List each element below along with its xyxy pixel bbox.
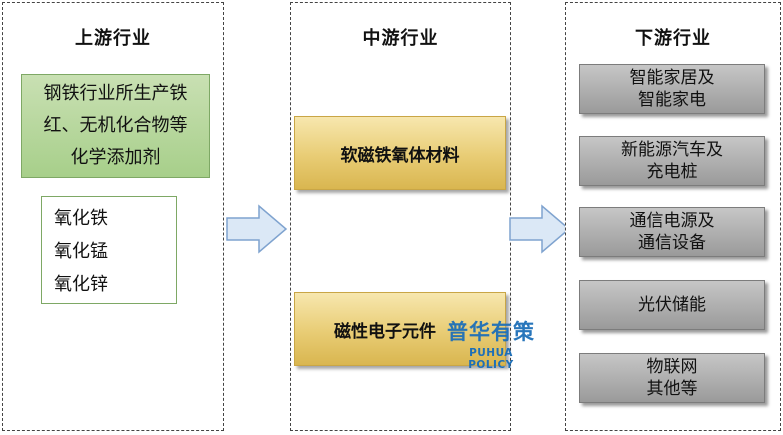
downstream-item-pv-storage: 光伏储能 bbox=[579, 280, 765, 330]
downstream-item-line: 通信设备 bbox=[638, 233, 706, 253]
material-item: 氧化锌 bbox=[54, 273, 108, 295]
upstream-source-line: 化学添加剂 bbox=[70, 147, 161, 168]
midstream-item-soft-ferrite: 软磁铁氧体材料 bbox=[294, 116, 506, 190]
downstream-item-ev: 新能源汽车及 充电桩 bbox=[579, 136, 765, 186]
midstream-title: 中游行业 bbox=[362, 28, 439, 49]
downstream-item-line: 新能源汽车及 bbox=[621, 140, 723, 160]
downstream-title: 下游行业 bbox=[635, 28, 711, 49]
downstream-item-iot: 物联网 其他等 bbox=[579, 353, 765, 403]
downstream-item-line: 智能家电 bbox=[638, 90, 706, 110]
upstream-title: 上游行业 bbox=[75, 28, 151, 49]
midstream-panel: 中游行业 bbox=[290, 2, 511, 431]
downstream-item-line: 通信电源及 bbox=[629, 211, 715, 231]
downstream-item-smart-home: 智能家居及 智能家电 bbox=[579, 64, 765, 114]
midstream-item-label: 磁性电子元件 bbox=[334, 321, 436, 342]
downstream-item-line: 其他等 bbox=[646, 379, 698, 399]
flow-arrow-upstream-to-midstream bbox=[226, 204, 288, 254]
flow-arrow-midstream-to-downstream bbox=[509, 204, 571, 254]
material-item: 氧化铁 bbox=[54, 208, 108, 230]
upstream-materials-list: 氧化铁 氧化锰 氧化锌 bbox=[41, 196, 177, 304]
downstream-item-telecom: 通信电源及 通信设备 bbox=[579, 207, 765, 257]
upstream-source-box: 钢铁行业所生产铁 红、无机化合物等 化学添加剂 bbox=[21, 74, 210, 178]
downstream-item-line: 充电桩 bbox=[646, 162, 698, 182]
downstream-item-line: 光伏储能 bbox=[638, 295, 706, 315]
downstream-item-line: 物联网 bbox=[646, 357, 698, 377]
downstream-item-line: 智能家居及 bbox=[629, 68, 715, 88]
material-item: 氧化锰 bbox=[54, 240, 108, 262]
upstream-source-line: 钢铁行业所生产铁 bbox=[43, 83, 188, 104]
upstream-source-line: 红、无机化合物等 bbox=[43, 115, 188, 136]
midstream-item-magnetic-components: 磁性电子元件 bbox=[294, 292, 506, 366]
